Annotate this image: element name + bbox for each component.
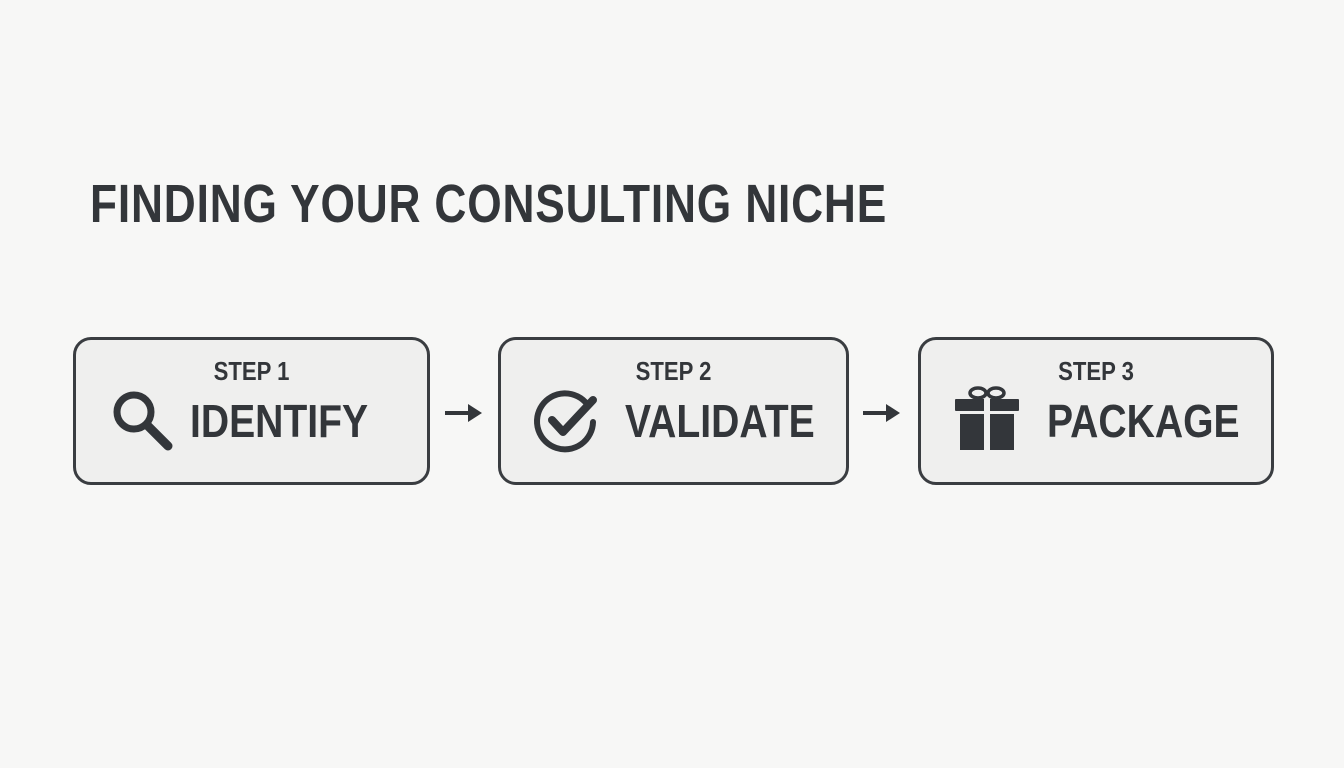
step-1-label: STEP 1 bbox=[213, 356, 290, 386]
step-2-name: VALIDATE bbox=[625, 395, 815, 447]
magnifying-glass-icon bbox=[106, 384, 178, 456]
step-3-box: STEP 3 PACKAGE bbox=[918, 337, 1274, 485]
arrow-right-icon bbox=[442, 396, 486, 430]
step-1-name: IDENTIFY bbox=[190, 395, 369, 447]
page-title: FINDING YOUR CONSULTING NICHE bbox=[90, 174, 888, 234]
check-circle-icon bbox=[531, 384, 603, 456]
step-3-name: PACKAGE bbox=[1047, 395, 1240, 447]
gift-icon bbox=[951, 384, 1023, 456]
step-2-label: STEP 2 bbox=[635, 356, 712, 386]
step-3-label: STEP 3 bbox=[1058, 356, 1134, 386]
step-2-box: STEP 2 VALIDATE bbox=[498, 337, 849, 485]
arrow-right-icon bbox=[860, 396, 904, 430]
step-1-box: STEP 1 IDENTIFY bbox=[73, 337, 430, 485]
